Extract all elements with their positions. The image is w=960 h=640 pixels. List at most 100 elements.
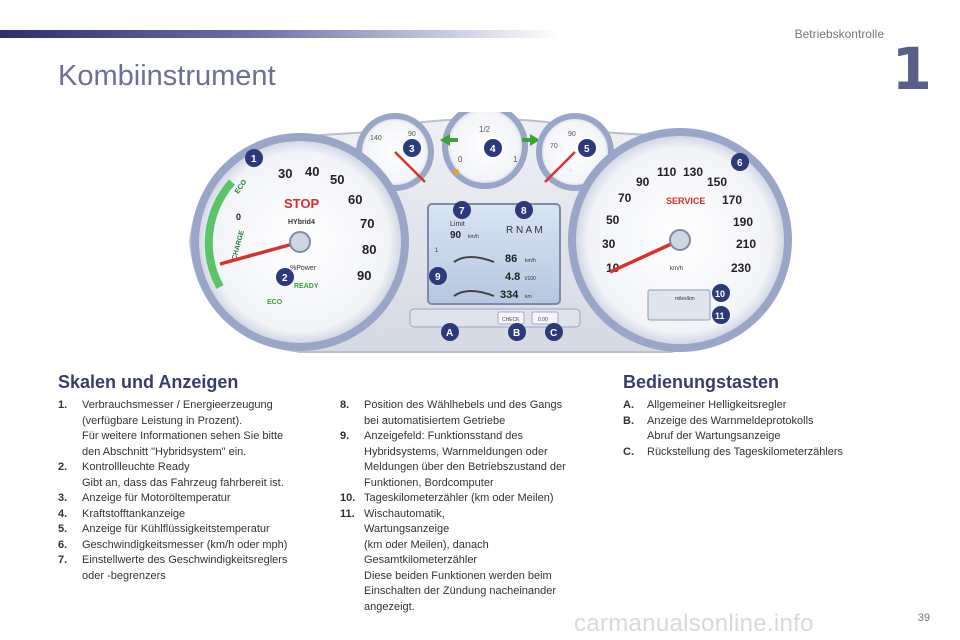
instrument-cluster-illustration: 140 90 1/2 0 1 90 70 CHARGE ECO 0 30 40 … (188, 112, 792, 353)
list-item: 10. Tageskilometerzähler (km oder Meilen) (340, 491, 602, 507)
fuel-tick-0: 0 (458, 155, 463, 164)
speedometer: 10 30 50 70 90 110 130 150 170 190 210 2… (568, 128, 792, 352)
coolant-tick-90: 90 (568, 131, 576, 138)
list-item: 11. Wischautomatik, Wartungsanzeige (km o… (340, 507, 602, 616)
speed-tick-150: 150 (707, 175, 727, 189)
speed-value: 86 (505, 253, 517, 265)
power-gauge: CHARGE ECO 0 30 40 50 60 70 80 90 STOP H… (191, 133, 409, 351)
power-tick-70: 70 (360, 216, 374, 231)
limit-label: Limit (450, 221, 465, 228)
list-item-number: 3. (58, 492, 68, 504)
list-item-number: 4. (58, 507, 68, 520)
check-button-label: CHECK (502, 317, 520, 323)
page-number: 39 (917, 612, 930, 624)
callout-10: 10 (715, 289, 725, 299)
list-item-text: Wischautomatik, Wartungsanzeige (km oder… (364, 507, 557, 613)
speed-tick-230: 230 (731, 261, 751, 275)
trip-reset-button-label: 0.00 (538, 317, 548, 323)
list-item-text: Geschwindigkeitsmesser (km/h oder mph) (82, 538, 288, 551)
bedienung-heading: Bedienungstasten (623, 372, 780, 392)
list-item-number: 6. (58, 538, 68, 551)
callout-markers: 1 2 3 4 5 6 7 8 9 10 11 A B C (245, 139, 749, 341)
list-item: 6. Geschwindigkeitsmesser (km/h oder mph) (58, 538, 320, 554)
speed-tick-210: 210 (736, 237, 756, 251)
list-item-text: Einstellwerte des Geschwindigkeitsregler… (82, 554, 288, 582)
stop-label: STOP (284, 196, 319, 211)
list-item-text: Anzeige für Motoröltemperatur (82, 492, 231, 504)
callout-9: 9 (435, 272, 441, 283)
list-item-number: 8. (340, 399, 350, 411)
eco-label: ECO (267, 299, 283, 306)
power-tick-90: 90 (357, 268, 371, 283)
list-item-number: 1. (58, 399, 68, 411)
list-item: 1. Verbrauchsmesser / Energieerzeugung (v… (58, 398, 320, 460)
callout-2: 2 (282, 273, 288, 284)
power-zero-label: 0 (236, 212, 241, 222)
list-item: 8.Position des Wählhebels und des Gangs … (340, 398, 602, 429)
display-index: 1 (435, 248, 439, 254)
fuel-tick-half: 1/2 (479, 125, 491, 134)
list-item-text: Anzeige für Kühlflüssigkeitstemperatur (82, 523, 270, 535)
list-item-text: Rückstellung des Tageskilometerzählers (647, 445, 844, 458)
list-item-text: Kraftstofftankanzeige (82, 507, 186, 520)
callout-A: A (446, 328, 453, 339)
list-item-text: Tageskilometerzähler (km oder Meilen) (364, 492, 554, 504)
list-item-number: B. (623, 414, 634, 427)
speed-tick-50: 50 (606, 213, 620, 227)
header-bar (0, 30, 560, 38)
hybrid-brand-label: HYbrid4 (288, 219, 315, 226)
skalen-list-left: 1. Verbrauchsmesser / Energieerzeugung (v… (58, 398, 320, 584)
list-item-number: 2. (58, 461, 68, 473)
callout-3: 3 (409, 144, 415, 155)
odometer-unit-label: miles/km (675, 296, 695, 302)
callout-1: 1 (251, 154, 257, 165)
list-item-text: Allgemeiner Helligkeitsregler (647, 399, 787, 411)
speed-tick-30: 30 (602, 237, 616, 251)
power-tick-60: 60 (348, 192, 362, 207)
list-item: 9.Anzeigefeld: Funktionsstand des Hybrid… (340, 429, 602, 491)
list-item-number: 10. (340, 492, 356, 504)
oil-tick-140: 140 (370, 135, 382, 142)
list-item-number: 9. (340, 430, 350, 442)
power-tick-80: 80 (362, 242, 376, 257)
range-value: 334 (500, 289, 519, 301)
list-item-number: A. (623, 399, 634, 411)
list-item: A. Allgemeiner Helligkeitsregler (623, 398, 923, 414)
power-tick-50: 50 (330, 172, 344, 187)
speed-tick-110: 110 (657, 165, 677, 179)
callout-6: 6 (737, 158, 743, 169)
list-item-text: Kontrollleuchte Ready Gibt an, dass das … (82, 461, 284, 489)
list-item: 4. Kraftstofftankanzeige (58, 507, 320, 523)
page-title: Kombiinstrument (58, 60, 276, 92)
callout-C: C (550, 328, 557, 339)
ready-label: READY (294, 283, 319, 290)
list-item-number: 11. (340, 507, 355, 520)
fuel-tick-1: 1 (513, 155, 518, 164)
speed-tick-130: 130 (683, 165, 703, 179)
list-item: C.Rückstellung des Tageskilometerzählers (623, 445, 923, 461)
control-buttons-strip: CHECK 0.00 (409, 308, 581, 328)
range-unit: km (525, 294, 532, 300)
list-item-text: Verbrauchsmesser / Energieerzeugung (ver… (82, 399, 284, 458)
list-item-number: 5. (58, 523, 68, 535)
list-item-number: 7. (58, 554, 68, 566)
skalen-list-right: 8.Position des Wählhebels und des Gangs … (340, 398, 602, 615)
limit-value: 90 (450, 230, 462, 241)
callout-5: 5 (584, 144, 590, 155)
chapter-number: 1 (891, 35, 932, 103)
speed-tick-190: 190 (733, 215, 753, 229)
callout-8: 8 (521, 206, 527, 217)
list-item: 2. Kontrollleuchte Ready Gibt an, dass da… (58, 460, 320, 491)
list-item-text: Anzeige des Warnmeldeprotokolls Abruf de… (647, 414, 814, 443)
skalen-heading: Skalen und Anzeigen (58, 372, 239, 392)
power-tick-40: 40 (305, 164, 319, 179)
oil-tick-90: 90 (408, 131, 416, 138)
coolant-tick-70: 70 (550, 143, 558, 150)
speed-tick-170: 170 (722, 193, 742, 207)
callout-B: B (513, 328, 520, 339)
speed-tick-10: 10 (606, 261, 620, 275)
power-tick-30: 30 (278, 166, 292, 181)
list-item: B. Anzeige des Warnmeldeprotokolls Abruf … (623, 414, 923, 445)
gear-indicator: R N A M (506, 225, 543, 236)
